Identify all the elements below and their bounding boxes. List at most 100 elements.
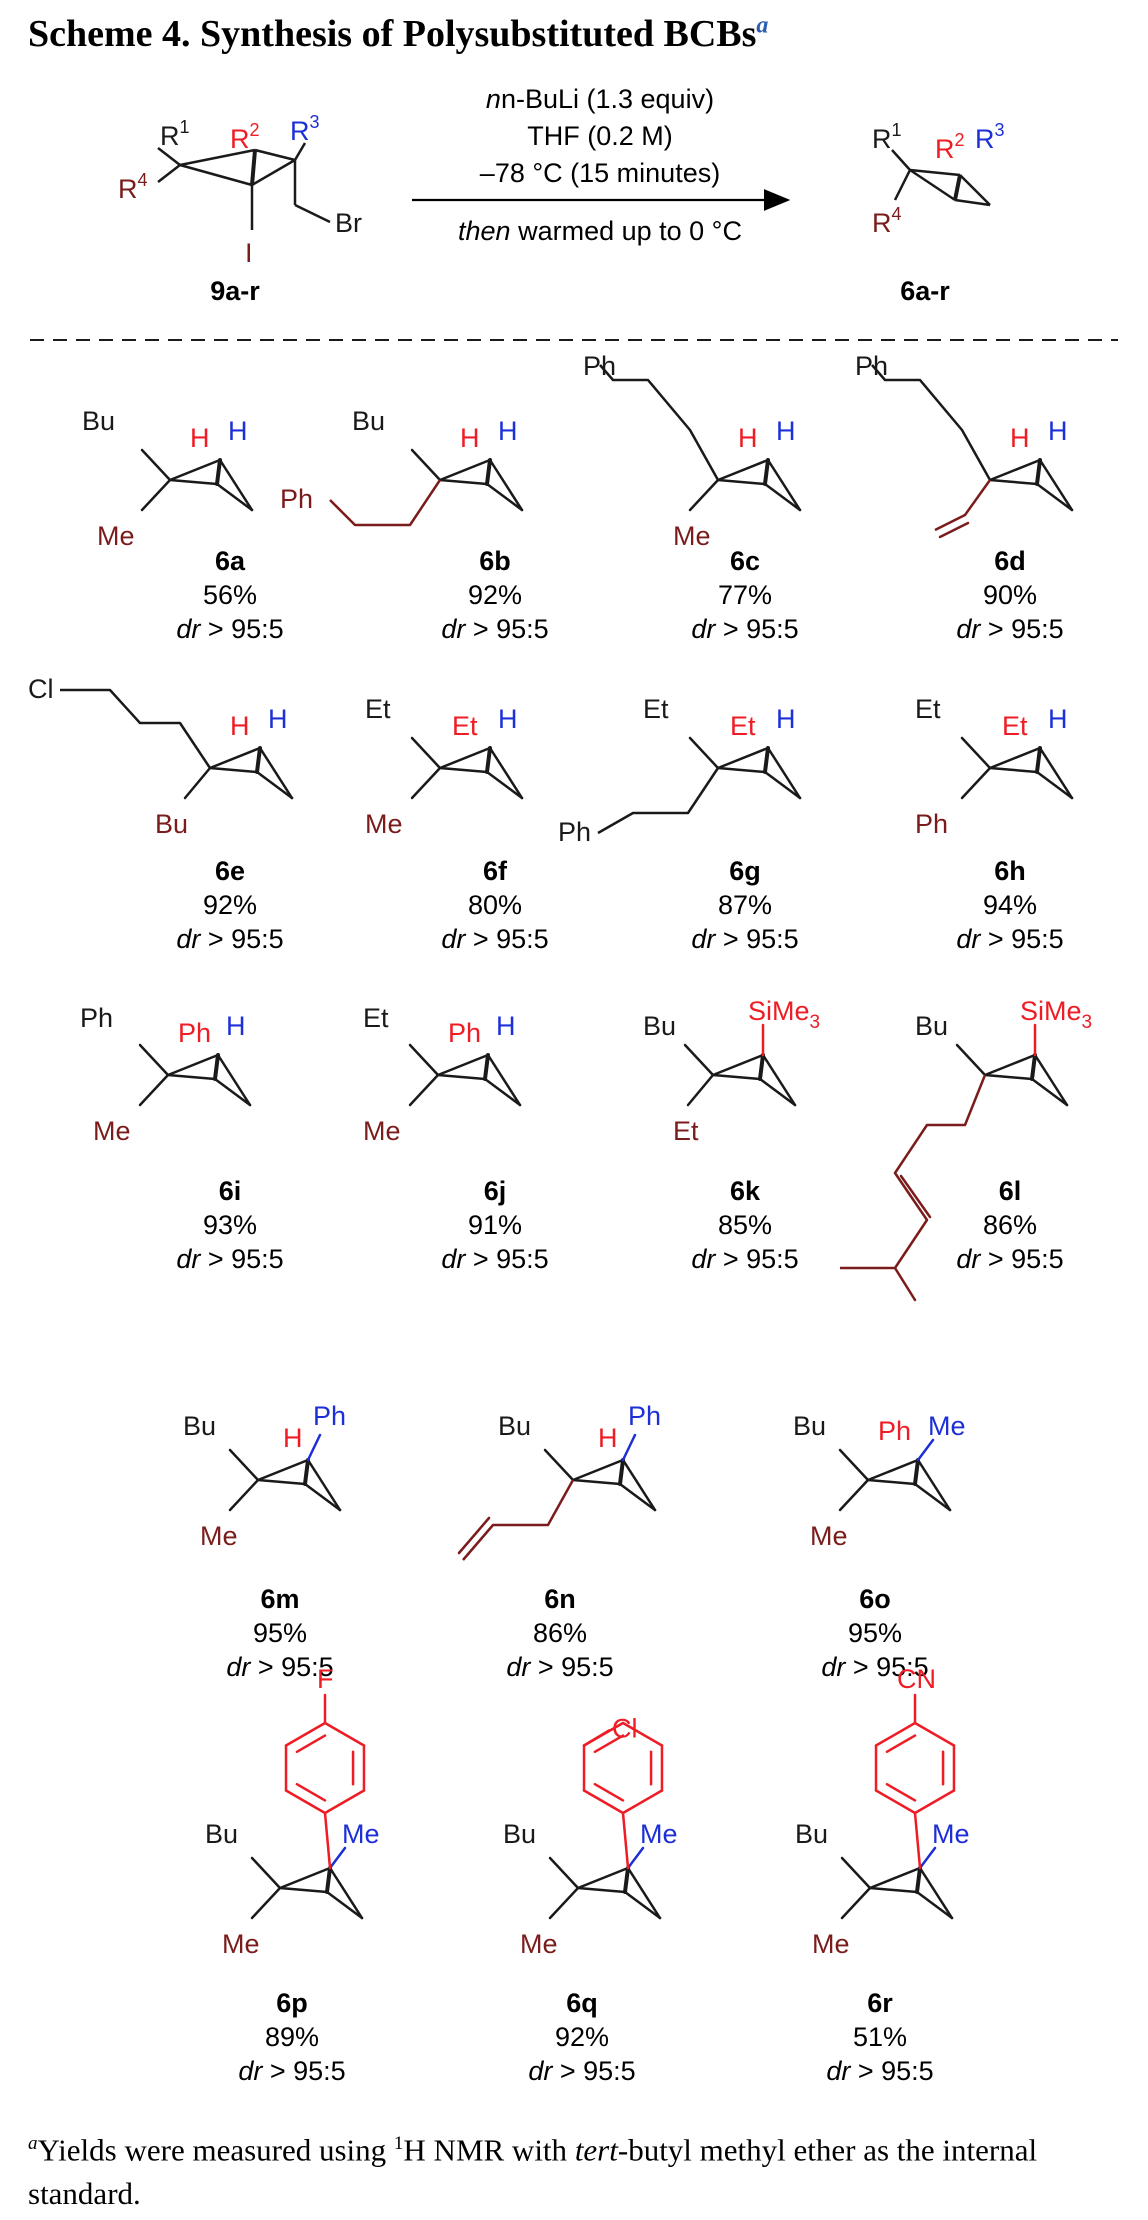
bond [623, 1866, 630, 1894]
atom-label: Ph [558, 817, 591, 847]
atom-label: Me [932, 1819, 970, 1849]
condition-then: then warmed up to 0 °C [458, 216, 742, 246]
compound-dr: dr > 95:5 [826, 2056, 933, 2086]
bond [328, 1866, 364, 1920]
bond [215, 458, 222, 486]
bond [918, 1866, 954, 1920]
compound-id: 6e [215, 856, 245, 886]
bond [166, 1053, 220, 1077]
compound-yield: 92% [555, 2022, 609, 2052]
bond [866, 1458, 920, 1482]
compound-yield: 94% [983, 890, 1037, 920]
bond [250, 1856, 282, 1890]
bond [913, 1789, 956, 1815]
atom-label: Et [643, 694, 669, 724]
bond [488, 746, 524, 800]
product-label-r3: R3 [975, 120, 1005, 154]
atom-label: Me [673, 521, 711, 551]
compound-dr: dr > 95:5 [956, 924, 1063, 954]
bond [543, 1448, 575, 1482]
condition-3: –78 °C (15 minutes) [480, 158, 720, 188]
bond [168, 458, 222, 482]
compound-id: 6m [260, 1584, 299, 1614]
bond [571, 1478, 622, 1486]
bond [323, 1789, 366, 1815]
bond [716, 746, 770, 770]
footnote-text-2: H NMR with [403, 2132, 575, 2168]
bond [138, 1043, 170, 1077]
compound-yield: 90% [983, 580, 1037, 610]
compound-id: 6g [729, 856, 761, 886]
bond [763, 482, 802, 512]
bond [278, 1866, 332, 1890]
chain [60, 688, 212, 769]
bond [866, 1478, 917, 1486]
substituent-label: F [317, 1664, 334, 1694]
chain [871, 364, 992, 481]
bond [960, 736, 992, 770]
bond [913, 1458, 920, 1486]
product-label-r2: R2 [935, 130, 965, 164]
atom-label: Ph [855, 351, 888, 381]
bond [306, 1433, 322, 1462]
atom-label: Ph [583, 351, 616, 381]
compound-dr: dr > 95:5 [441, 924, 548, 954]
bond [213, 1053, 220, 1081]
bond [436, 1073, 487, 1081]
scheme-title: Scheme 4. Synthesis of Polysubstituted B… [28, 12, 768, 56]
bond [486, 1053, 522, 1107]
bond [766, 458, 802, 512]
bond [593, 1734, 625, 1754]
bond [457, 1516, 491, 1555]
chain [597, 767, 720, 835]
compound-yield: 56% [203, 580, 257, 610]
atom-label: H [226, 1011, 246, 1041]
bond [183, 766, 212, 800]
compound-id: 6j [484, 1176, 507, 1206]
compound-yield: 85% [718, 1210, 772, 1240]
atom-label: Bu [793, 1411, 826, 1441]
bond [626, 1866, 662, 1920]
chain [599, 364, 720, 481]
bond [913, 1811, 922, 1870]
compound-yield: 93% [203, 1210, 257, 1240]
product-label: 6a-r [900, 276, 950, 306]
compound-yield: 95% [848, 1618, 902, 1648]
atom-label: Et [365, 694, 391, 724]
atom-label: Et [1002, 711, 1028, 741]
bond [208, 746, 262, 770]
bond [485, 770, 524, 800]
atom-label: Me [93, 1116, 131, 1146]
compound-id: 6k [730, 1176, 761, 1206]
bond [885, 1782, 917, 1802]
compound-id: 6n [544, 1584, 576, 1614]
atom-label: H [1048, 704, 1068, 734]
bond [548, 1856, 580, 1890]
condition-1-text: n-BuLi (1.3 equiv) [501, 84, 714, 114]
compound-id: 6p [276, 1988, 308, 2018]
bond [686, 1073, 715, 1107]
synthesis-scheme: R1 R2 R3 R4 I Br 9a-r nn-BuLi (1.3 equiv… [28, 84, 1118, 2086]
atom-label: Me [342, 1819, 380, 1849]
compound-yield: 51% [853, 2022, 907, 2052]
bond [874, 1721, 917, 1747]
bond [918, 1846, 937, 1870]
bond [711, 1073, 762, 1081]
atom-label: Et [363, 1003, 389, 1033]
bond [763, 770, 802, 800]
atom-label: Et [730, 711, 756, 741]
bond [328, 1846, 347, 1870]
bond [874, 1789, 917, 1815]
atom-label: H [1010, 423, 1030, 453]
atom-label: H [776, 704, 796, 734]
chain [462, 1479, 575, 1561]
substituent-label: CN [897, 1664, 936, 1694]
atom-label: Ph [80, 1003, 113, 1033]
bond [913, 1721, 956, 1747]
compound-yield: 80% [468, 890, 522, 920]
bond [688, 736, 720, 770]
atom-label: Me [520, 1929, 558, 1959]
bond [623, 1890, 662, 1920]
